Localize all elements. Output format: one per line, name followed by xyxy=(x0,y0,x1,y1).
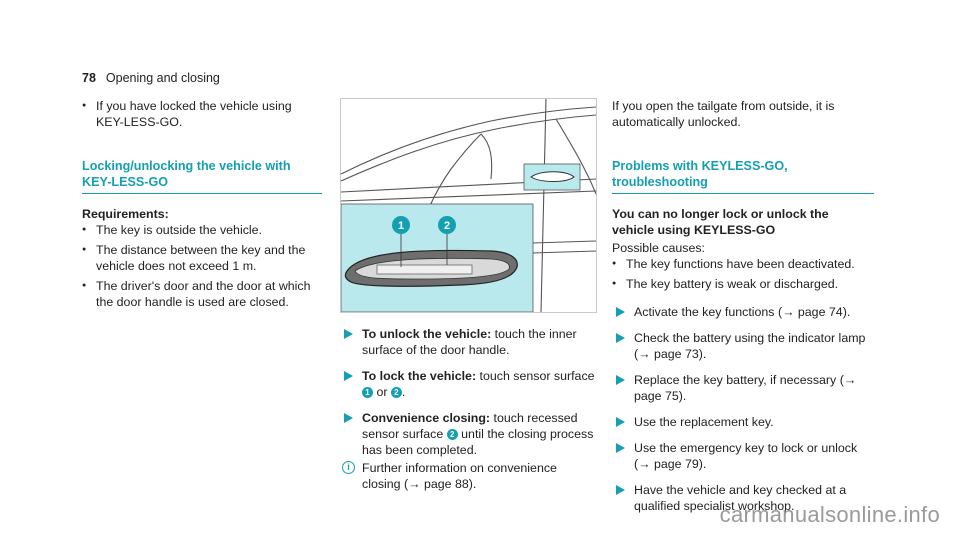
step-arrow-icon xyxy=(616,307,625,317)
column-left: If you have locked the vehicle using KEY… xyxy=(82,98,322,314)
step-lock: To lock the vehicle: touch sensor surfac… xyxy=(340,368,595,400)
requirement-item: The key is outside the vehicle. xyxy=(82,222,322,238)
info-icon: i xyxy=(342,461,355,474)
step-arrow-icon xyxy=(344,371,353,381)
fix-step: Use the emergency key to lock or unlock … xyxy=(612,440,874,472)
callout-2-label: 2 xyxy=(444,220,450,232)
step-arrow-icon xyxy=(616,333,625,343)
page-number: 78 xyxy=(82,71,96,85)
fix-step: Check the battery using the indicator la… xyxy=(612,330,874,362)
callout-1-label: 1 xyxy=(398,220,404,232)
requirements-label: Requirements: xyxy=(82,207,169,221)
intro-bullet: If you have locked the vehicle using KEY… xyxy=(82,98,322,130)
cause-item: The key functions have been deactivated. xyxy=(612,256,874,272)
ref-badge-2: 2 xyxy=(446,429,458,441)
column-right: If you open the tailgate from outside, i… xyxy=(612,98,874,524)
fix-step: Have the vehicle and key checked at a qu… xyxy=(612,482,874,514)
step-arrow-icon xyxy=(344,413,353,423)
step-arrow-icon xyxy=(344,329,353,339)
step-arrow-icon xyxy=(616,485,625,495)
column-middle: To unlock the vehicle: touch the inner s… xyxy=(340,326,595,492)
step-arrow-icon xyxy=(616,375,625,385)
ref-badge-2: 2 xyxy=(390,387,402,399)
section-title-troubleshooting: Problems with KEYLESS-GO, troubleshootin… xyxy=(612,158,874,194)
door-handle-illustration: 1 2 xyxy=(340,98,597,313)
tailgate-intro: If you open the tailgate from outside, i… xyxy=(612,99,835,129)
causes-label: Possible causes: xyxy=(612,241,705,255)
info-note: i Further information on convenience clo… xyxy=(340,460,595,492)
problem-title: You can no longer lock or unlock the veh… xyxy=(612,207,829,237)
sensor-surface-recessed xyxy=(376,264,473,275)
step-convenience-closing: Convenience closing: touch recessed sens… xyxy=(340,410,595,458)
step-unlock: To unlock the vehicle: touch the inner s… xyxy=(340,326,595,358)
fix-step: Activate the key functions (→ page 74). xyxy=(612,304,874,320)
car-door-drawing: 1 2 xyxy=(341,99,596,312)
callout-2 xyxy=(438,216,456,234)
page-header: 78 Opening and closing xyxy=(82,70,220,86)
step-arrow-icon xyxy=(616,443,625,453)
fix-step: Replace the key battery, if necessary (→… xyxy=(612,372,874,404)
ref-badge-1: 1 xyxy=(362,387,373,399)
callout-1 xyxy=(392,216,410,234)
requirement-item: The driver's door and the door at which … xyxy=(82,278,322,310)
cause-item: The key battery is weak or discharged. xyxy=(612,276,874,292)
step-arrow-icon xyxy=(616,417,625,427)
fix-step: Use the replacement key. xyxy=(612,414,874,430)
requirement-item: The distance between the key and the veh… xyxy=(82,242,322,274)
section-title-keyless-go: Locking/unlocking the vehicle with KEY-L… xyxy=(82,158,322,194)
watermark: carmanualsonline.info xyxy=(719,502,940,527)
page-header-title: Opening and closing xyxy=(105,71,220,85)
